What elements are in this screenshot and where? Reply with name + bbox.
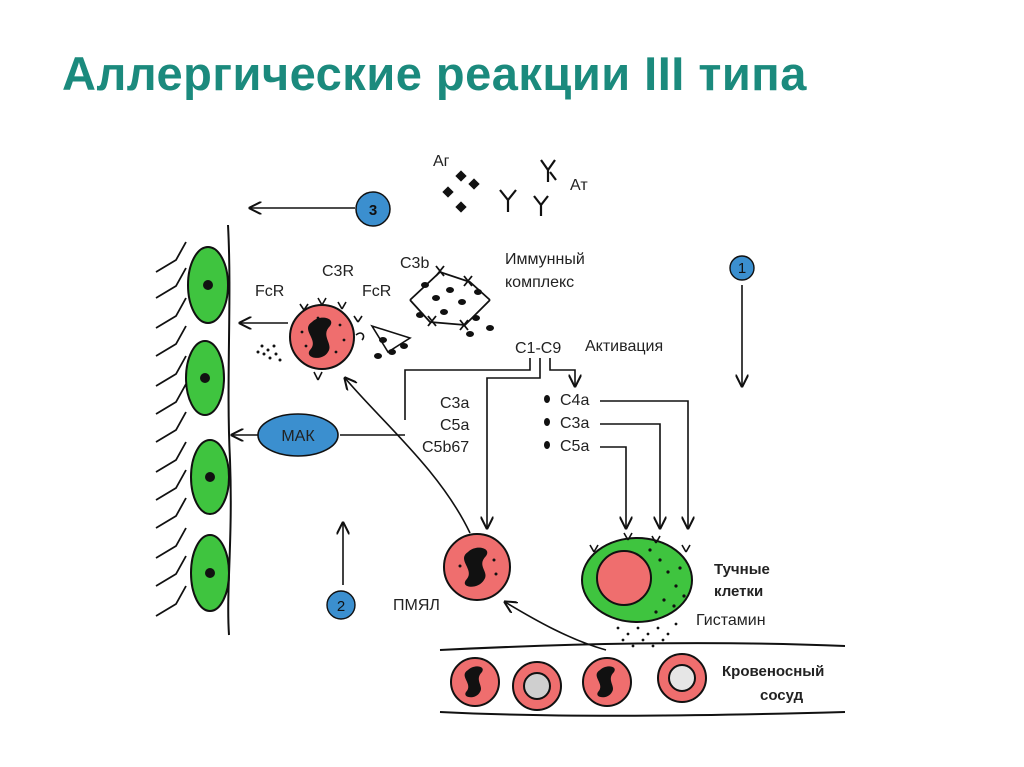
step3-badge: 3 bbox=[355, 191, 391, 227]
vessel-lymphocyte bbox=[512, 661, 562, 711]
pmyal-to-phagocyte-arrow bbox=[345, 378, 471, 534]
immune-complex-dots bbox=[374, 282, 494, 359]
c3a-left-label: C3a bbox=[440, 395, 469, 412]
c5b67-label: C5b67 bbox=[422, 439, 469, 456]
slide-title: Аллергические реакции III типа bbox=[62, 47, 807, 100]
vessel-neutrophil bbox=[582, 657, 632, 707]
endothelial-cell bbox=[190, 534, 230, 612]
step2-badge: 2 bbox=[326, 590, 356, 620]
immune-complex-lattice bbox=[409, 265, 491, 331]
step3-label: 3 bbox=[369, 202, 377, 219]
step1-label: 1 bbox=[738, 260, 746, 277]
engulf-arrow bbox=[370, 324, 412, 354]
step2-label: 2 bbox=[337, 598, 345, 615]
pmyal-label: ПМЯЛ bbox=[393, 597, 440, 614]
c5a-right-label: C5a bbox=[560, 438, 589, 455]
mak-label: МАК bbox=[281, 428, 315, 445]
immune-complex-label-1: Иммунный bbox=[505, 251, 585, 268]
mast-cell-label-2: клетки bbox=[714, 583, 763, 600]
anaphylatoxin-dots bbox=[544, 395, 550, 449]
mak-badge: МАК bbox=[257, 413, 339, 457]
fcr-right-label: FcR bbox=[362, 283, 391, 300]
c5a-left-label: C5a bbox=[440, 417, 469, 434]
c1-c9-label: C1-C9 bbox=[515, 340, 561, 357]
pmyal-cell bbox=[443, 533, 511, 601]
antibody-label: Ат bbox=[570, 177, 588, 194]
histamine-label: Гистамин bbox=[696, 612, 766, 629]
receptor-icons bbox=[299, 297, 365, 381]
endothelial-cell bbox=[187, 246, 229, 324]
endothelial-cell bbox=[190, 439, 230, 515]
vessel-lymphocyte bbox=[657, 653, 707, 703]
endothelial-cell bbox=[185, 340, 225, 416]
phagocyte-cell bbox=[289, 297, 365, 381]
cascade-lines bbox=[404, 358, 575, 528]
mast-cell bbox=[581, 532, 693, 623]
mast-cell-label-1: Тучные bbox=[714, 561, 770, 578]
c3a-right-label: C3a bbox=[560, 415, 589, 432]
granule-cloud bbox=[256, 344, 282, 362]
tissue-wall bbox=[155, 224, 232, 636]
anaphylatoxin-arrows bbox=[600, 400, 688, 528]
vessel-to-pmyal-arrow bbox=[505, 602, 607, 651]
vessel-neutrophil bbox=[450, 657, 500, 707]
fcr-left-label: FcR bbox=[255, 283, 284, 300]
c3r-label: C3R bbox=[322, 263, 354, 280]
mast-receptor-icons bbox=[589, 532, 691, 553]
activation-label: Активация bbox=[585, 338, 663, 355]
step1-badge: 1 bbox=[729, 255, 755, 281]
immune-complex-label-2: комплекс bbox=[505, 274, 574, 291]
vessel-label-2: сосуд bbox=[760, 687, 804, 704]
histamine-granules bbox=[616, 622, 678, 648]
c3b-label: C3b bbox=[400, 255, 429, 272]
antigen-particles bbox=[442, 170, 480, 213]
c4a-label: C4a bbox=[560, 392, 589, 409]
blood-vessel bbox=[439, 642, 846, 717]
antigen-label: Аг bbox=[433, 153, 450, 170]
antibody-icons bbox=[499, 159, 557, 216]
vessel-label-1: Кровеносный bbox=[722, 663, 824, 680]
tissue-fibers bbox=[155, 241, 187, 617]
